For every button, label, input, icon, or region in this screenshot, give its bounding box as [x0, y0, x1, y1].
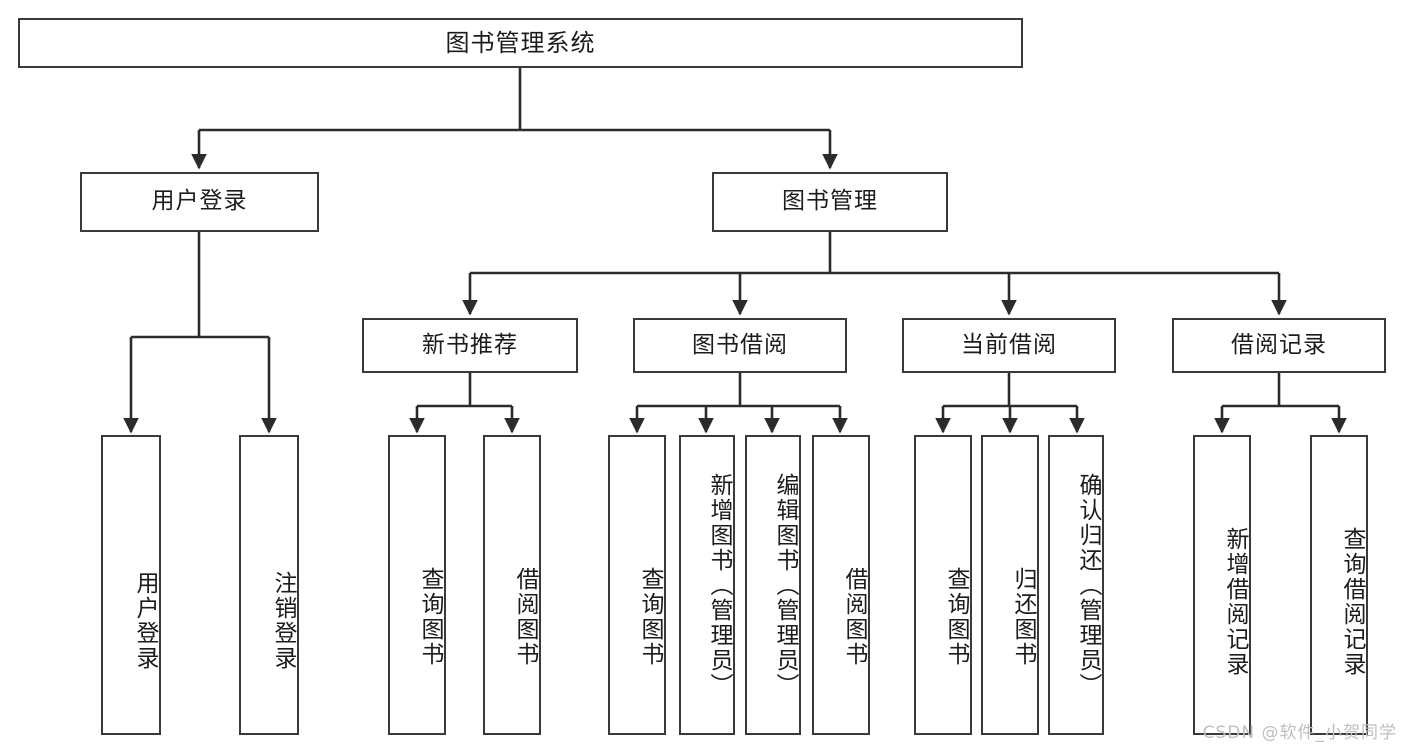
leaf-query-borrow-record[interactable]: 查询借阅记录	[1310, 435, 1368, 735]
leaf-query-book-current[interactable]: 查询图书	[914, 435, 972, 735]
node-label: 查询借阅记录	[1339, 527, 1365, 677]
csdn-watermark: CSDN @软件_小贺同学	[1202, 723, 1397, 743]
node-label: 新书推荐	[422, 331, 518, 358]
node-label: 归还图书	[1010, 567, 1036, 667]
leaf-confirm-return[interactable]: 确认归还（管理员）	[1048, 435, 1104, 735]
node-label: 图书管理系统	[445, 28, 596, 57]
node-label: 用户登录	[132, 571, 158, 671]
leaf-query-book-recommend[interactable]: 查询图书	[388, 435, 446, 735]
node-label: 查询图书	[943, 567, 969, 667]
node-book-borrow[interactable]: 图书借阅	[633, 318, 847, 373]
leaf-borrow-book[interactable]: 借阅图书	[812, 435, 870, 735]
node-book-manage[interactable]: 图书管理	[712, 172, 948, 232]
leaf-return-book[interactable]: 归还图书	[981, 435, 1039, 735]
node-label: 图书借阅	[692, 331, 788, 358]
node-user-login[interactable]: 用户登录	[80, 172, 319, 232]
node-current-borrow[interactable]: 当前借阅	[902, 318, 1116, 373]
node-label: 查询图书	[417, 567, 443, 667]
node-label: 新增借阅记录	[1222, 527, 1248, 677]
leaf-query-book-borrow[interactable]: 查询图书	[608, 435, 666, 735]
node-label: 用户登录	[151, 188, 248, 215]
leaf-logout-login[interactable]: 注销登录	[239, 435, 299, 735]
leaf-user-login[interactable]: 用户登录	[101, 435, 161, 735]
leaf-add-book[interactable]: 新增图书（管理员）	[679, 435, 735, 735]
node-label: 图书管理	[782, 188, 878, 215]
node-new-book-recommend[interactable]: 新书推荐	[362, 318, 578, 373]
node-label: 借阅图书	[841, 567, 867, 667]
node-label: 当前借阅	[961, 331, 1057, 358]
leaf-add-borrow-record[interactable]: 新增借阅记录	[1193, 435, 1251, 735]
node-label: 借阅记录	[1231, 331, 1327, 358]
node-label: 新增图书（管理员）	[706, 472, 732, 698]
node-label: 借阅图书	[512, 567, 538, 667]
leaf-borrow-book-recommend[interactable]: 借阅图书	[483, 435, 541, 735]
node-label: 查询图书	[637, 567, 663, 667]
node-label: 注销登录	[270, 571, 296, 671]
node-label: 确认归还（管理员）	[1075, 472, 1101, 698]
leaf-edit-book[interactable]: 编辑图书（管理员）	[745, 435, 801, 735]
node-borrow-record[interactable]: 借阅记录	[1172, 318, 1386, 373]
node-root-system[interactable]: 图书管理系统	[18, 18, 1023, 68]
node-label: 编辑图书（管理员）	[772, 472, 798, 698]
